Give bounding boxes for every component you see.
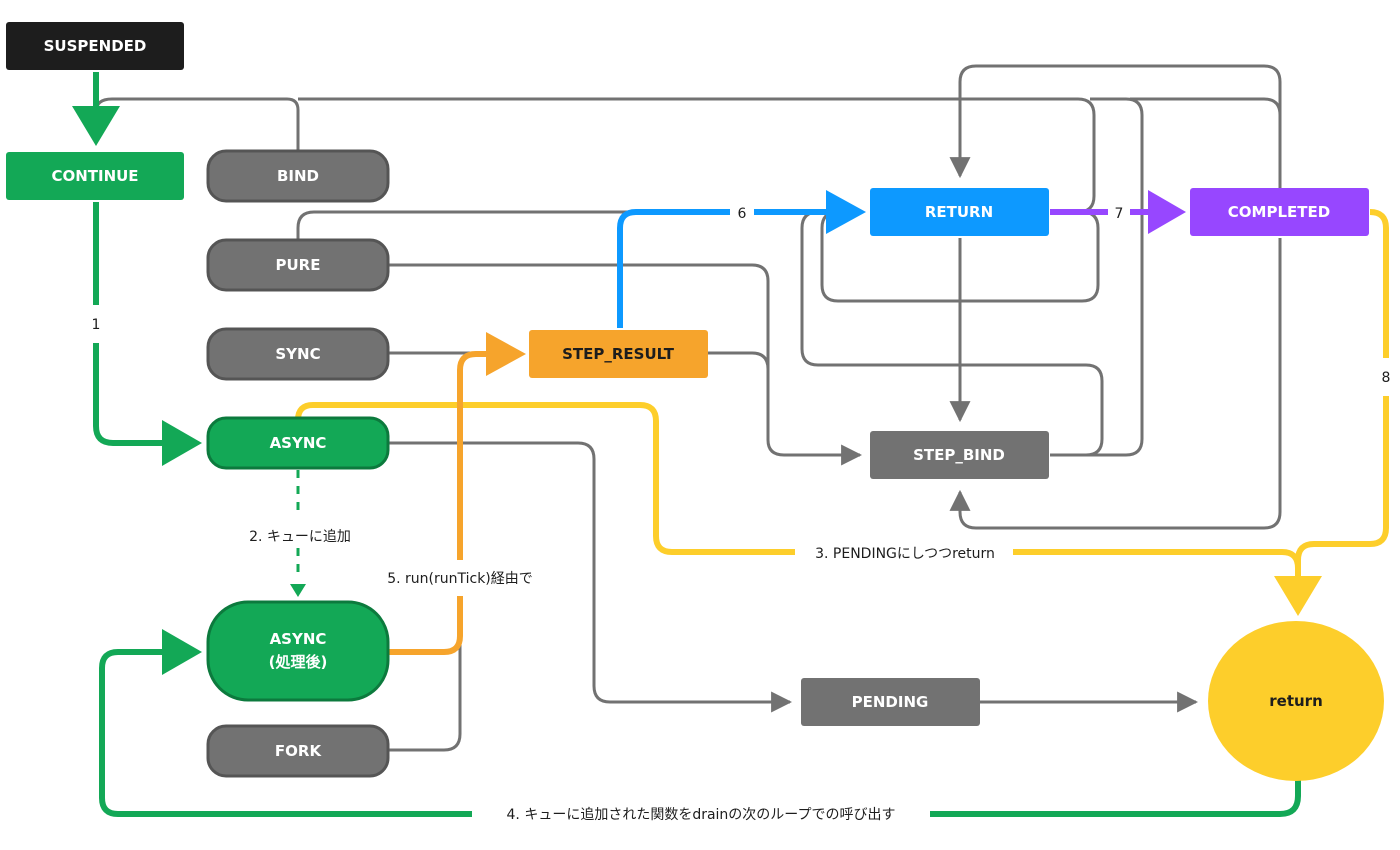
node-async: ASYNC	[206, 416, 390, 470]
node-continue-label: CONTINUE	[51, 167, 138, 185]
edge-asyncdone-to-stepresult-a	[388, 596, 463, 655]
node-pending: PENDING	[801, 678, 980, 726]
edge-fork-to-async-done	[388, 640, 462, 752]
node-pure-label: PURE	[276, 256, 321, 274]
edge-return-to-async-done-a	[930, 780, 1301, 817]
node-bind-label: BIND	[277, 167, 319, 185]
edge-labels: 1 2. キューに追加 3. PENDINGにしつつreturn 4. キューに…	[92, 206, 1391, 823]
node-completed: COMPLETED	[1190, 188, 1369, 236]
edge-completed-to-return-top	[949, 64, 1282, 188]
edge-return-to-async-done-arrowhead	[162, 629, 202, 675]
edge-to-return-arrowhead	[1274, 576, 1322, 616]
yellow-edges	[295, 209, 1389, 582]
node-step-result-label: STEP_RESULT	[562, 345, 675, 363]
node-sync: SYNC	[206, 327, 390, 381]
node-async-label: ASYNC	[270, 434, 327, 452]
edge-async-to-return-b	[1013, 549, 1301, 582]
node-bind: BIND	[206, 149, 390, 203]
edge-label-2: 2. キューに追加	[249, 529, 351, 545]
edge-completed-to-return-b	[1295, 396, 1389, 582]
edge-async-queue-arrowhead	[290, 584, 306, 597]
node-suspended-label: SUSPENDED	[44, 37, 147, 55]
edge-stepbind-loop-to-return	[800, 210, 1104, 457]
edge-label-3: 3. PENDINGにしつつreturn	[815, 546, 995, 562]
node-return: RETURN	[870, 188, 1049, 236]
node-step-result: STEP_RESULT	[529, 330, 708, 378]
edge-completed-to-return-a	[1369, 209, 1389, 358]
green-edges	[72, 72, 1301, 817]
node-async-done: ASYNC (処理後)	[206, 600, 390, 702]
node-step-bind: STEP_BIND	[870, 431, 1049, 479]
edge-label-7: 7	[1115, 206, 1124, 222]
edge-bind-to-continue	[94, 97, 300, 150]
edge-label-4: 4. キューに追加された関数をdrainの次のループでの呼び出す	[507, 807, 896, 823]
edge-label-6: 6	[738, 206, 747, 222]
node-continue: CONTINUE	[6, 152, 184, 200]
node-fork: FORK	[206, 724, 390, 778]
edge-label-5: 5. run(runTick)経由で	[387, 571, 533, 587]
node-async-done-label-line2: (処理後)	[269, 653, 328, 671]
node-suspended: SUSPENDED	[6, 22, 184, 70]
node-return-label: RETURN	[925, 203, 993, 221]
node-fork-label: FORK	[275, 742, 323, 760]
edge-pure-to-return	[296, 210, 630, 240]
edge-async-to-pending	[388, 441, 793, 713]
gray-edges	[94, 64, 1282, 752]
edge-asyncdone-to-stepresult-arrowhead	[486, 332, 526, 376]
edge-asyncdone-to-stepresult-b	[457, 351, 492, 560]
node-sync-label: SYNC	[275, 345, 320, 363]
edge-async-to-return-a	[295, 402, 795, 555]
edge-stepresult-to-return-a	[617, 209, 730, 328]
edge-continue-to-async-b	[93, 343, 168, 446]
edge-completed-to-top	[1130, 97, 1282, 188]
node-completed-label: COMPLETED	[1228, 203, 1330, 221]
edge-suspended-to-continue-arrowhead	[72, 106, 120, 146]
edge-return-to-completed-arrowhead	[1148, 190, 1186, 234]
node-step-bind-label: STEP_BIND	[913, 446, 1005, 464]
node-return-circle: return	[1208, 621, 1384, 781]
node-pending-label: PENDING	[852, 693, 929, 711]
orange-edges	[388, 351, 492, 655]
node-async-done-label-line1: ASYNC	[270, 630, 327, 648]
edge-return-to-async-done-b	[99, 649, 472, 817]
node-pure: PURE	[206, 238, 390, 292]
blue-edges	[617, 209, 832, 328]
edge-label-8: 8	[1382, 370, 1391, 386]
edge-completed-to-stepbind	[949, 238, 1282, 530]
edge-stepresult-to-stepbind	[708, 351, 770, 370]
edge-continue-to-async-arrowhead	[162, 420, 202, 466]
edge-label-1: 1	[92, 317, 101, 333]
edge-stepresult-to-return-arrowhead	[826, 190, 866, 234]
node-return-circle-label: return	[1269, 692, 1323, 710]
